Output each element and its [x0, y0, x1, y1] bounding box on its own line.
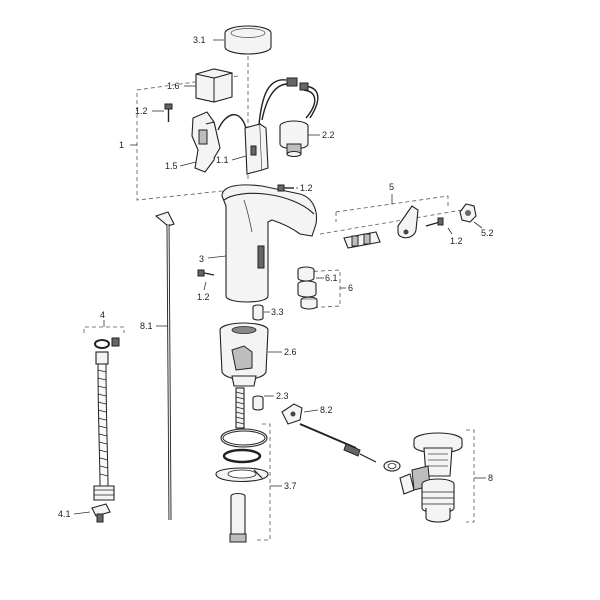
label-1: 1	[119, 140, 124, 150]
part-8-waste-fittings	[383, 460, 415, 495]
group-8-bracket	[466, 429, 475, 523]
part-3-faucet-body	[221, 184, 318, 303]
label-1-2-a: 1.2	[135, 106, 148, 116]
part-2-6-valve-housing	[219, 322, 269, 387]
part-8-2-connector	[281, 403, 303, 425]
label-8: 8	[488, 473, 493, 483]
label-1-1: 1.1	[216, 155, 229, 165]
label-1-2-d: 1.2	[197, 292, 210, 302]
label-6-1: 6.1	[325, 273, 338, 283]
group-4-bracket	[83, 326, 125, 333]
part-6-1-aerator-ring	[297, 266, 315, 282]
part-1-2-screw-b	[277, 184, 294, 192]
label-4: 4	[100, 310, 105, 320]
part-3-7-nut	[215, 467, 269, 482]
label-5-2: 5.2	[481, 228, 494, 238]
label-5: 5	[389, 182, 394, 192]
label-1-2-b: 1.2	[300, 183, 313, 193]
label-3: 3	[199, 254, 204, 264]
label-2-6: 2.6	[284, 347, 297, 357]
label-4-1: 4.1	[58, 509, 71, 519]
part-5-2-cap	[459, 203, 477, 223]
part-threaded-stud	[235, 387, 245, 429]
label-2-2: 2.2	[322, 130, 335, 140]
label-1-2-c: 1.2	[450, 236, 463, 246]
part-4-1-washer	[91, 503, 111, 523]
part-1-5-holder	[191, 111, 221, 173]
label-8-2: 8.2	[320, 405, 333, 415]
label-3-3: 3.3	[271, 307, 284, 317]
part-8-waste-body	[411, 432, 463, 523]
part-3-7-ring	[222, 448, 262, 464]
part-5-lever	[397, 205, 419, 239]
part-5-cartridge	[343, 231, 381, 249]
label-3-1: 3.1	[193, 35, 206, 45]
part-1-2-screw-c	[425, 217, 444, 227]
part-6-aerator	[297, 280, 318, 310]
part-1-2-screw-a	[164, 103, 173, 122]
group-3-7-bracket	[254, 423, 271, 541]
part-2-2-solenoid	[279, 120, 309, 158]
part-3-3-nipple	[252, 304, 264, 321]
label-8-1: 8.1	[140, 321, 153, 331]
part-3-7-washer	[220, 428, 268, 448]
part-1-6-battery	[195, 68, 233, 103]
label-2-3: 2.3	[276, 391, 289, 401]
label-3-7: 3.7	[284, 481, 297, 491]
connector-plug	[286, 77, 298, 87]
part-2-3-nipple	[252, 395, 264, 411]
part-4-flex-hose	[93, 351, 115, 501]
part-3-1-cap	[224, 25, 272, 55]
part-8-2-rod	[299, 423, 377, 463]
part-3-7-tube	[229, 492, 247, 543]
part-4-hose-oring	[94, 337, 120, 349]
label-6: 6	[348, 283, 353, 293]
part-1-2-screw-d	[197, 269, 215, 277]
label-1-5: 1.5	[165, 161, 178, 171]
part-8-1-pull-rod	[154, 211, 175, 521]
group-5-bracket	[335, 195, 449, 222]
label-1-6: 1.6	[167, 81, 180, 91]
part-1-1-sensor	[244, 123, 269, 175]
